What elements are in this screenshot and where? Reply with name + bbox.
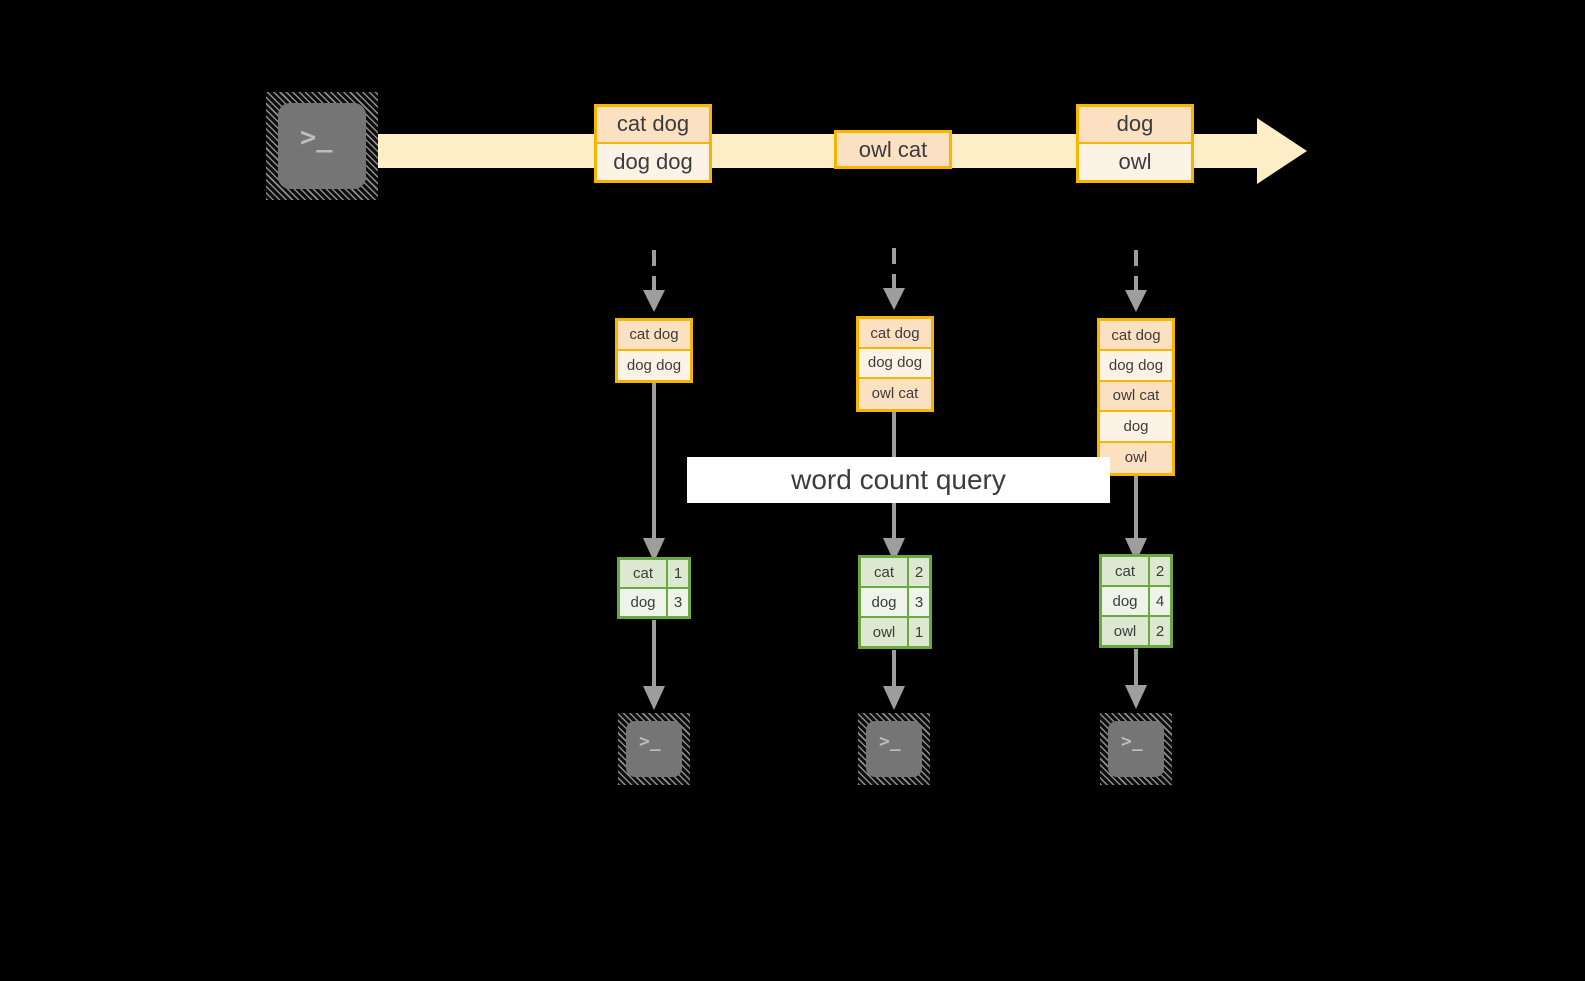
log-entry: cat dog <box>1100 321 1172 352</box>
consumer-connector-1 <box>639 620 669 714</box>
log-snapshot-1[interactable]: cat dog dog dog <box>615 318 693 383</box>
message-line: owl <box>1079 143 1191 180</box>
log-snapshot-3[interactable]: cat dog dog dog owl cat dog owl <box>1097 318 1175 476</box>
terminal-prompt-glyph: >_ <box>1121 731 1143 752</box>
word-cell: dog <box>861 588 909 616</box>
table-row: dog 3 <box>620 589 688 616</box>
query-label-text: word count query <box>791 464 1006 495</box>
word-cell: cat <box>861 558 909 586</box>
consumer-terminal-icon-1[interactable]: >_ <box>618 713 690 785</box>
count-cell: 3 <box>668 589 688 616</box>
message-line: cat dog <box>597 107 709 144</box>
terminal-body <box>1108 721 1164 777</box>
consumer-connector-2 <box>879 650 909 714</box>
log-entry: owl cat <box>1100 381 1172 413</box>
stream-message-3[interactable]: dog owl <box>1076 104 1194 183</box>
count-cell: 1 <box>668 560 688 587</box>
word-cell: dog <box>620 589 668 616</box>
count-cell: 2 <box>1150 557 1170 585</box>
table-row: dog 4 <box>1102 587 1170 617</box>
word-cell: owl <box>861 618 909 646</box>
message-line: owl cat <box>837 133 949 166</box>
terminal-prompt-glyph: >_ <box>879 731 901 752</box>
log-entry: dog dog <box>618 350 690 380</box>
count-cell: 4 <box>1150 587 1170 615</box>
query-connector-1 <box>639 382 669 566</box>
count-cell: 3 <box>909 588 929 616</box>
query-label-band: word count query <box>687 457 1110 503</box>
word-cell: owl <box>1102 617 1150 645</box>
table-row: cat 1 <box>620 560 688 589</box>
terminal-prompt-glyph: >_ <box>300 122 333 153</box>
log-entry: owl <box>1100 442 1172 473</box>
message-line: dog dog <box>597 143 709 180</box>
table-row: cat 2 <box>1102 557 1170 587</box>
count-cell: 2 <box>909 558 929 586</box>
terminal-body <box>866 721 922 777</box>
message-line: dog <box>1079 107 1191 144</box>
count-cell: 2 <box>1150 617 1170 645</box>
word-cell: cat <box>1102 557 1150 585</box>
terminal-body <box>278 103 366 189</box>
dashed-connector-2 <box>879 248 909 316</box>
count-cell: 1 <box>909 618 929 646</box>
word-cell: cat <box>620 560 668 587</box>
stream-message-2[interactable]: owl cat <box>834 130 952 169</box>
table-row: owl 2 <box>1102 617 1170 645</box>
result-table-1[interactable]: cat 1 dog 3 <box>617 557 691 619</box>
consumer-connector-3 <box>1121 649 1151 713</box>
terminal-prompt-glyph: >_ <box>639 731 661 752</box>
result-table-2[interactable]: cat 2 dog 3 owl 1 <box>858 555 932 649</box>
log-entry: cat dog <box>859 319 931 349</box>
dashed-connector-3 <box>1121 250 1151 318</box>
table-row: dog 3 <box>861 588 929 618</box>
log-entry: owl cat <box>859 378 931 409</box>
log-entry: cat dog <box>618 321 690 351</box>
dashed-connector-1 <box>639 250 669 318</box>
stream-message-1[interactable]: cat dog dog dog <box>594 104 712 183</box>
terminal-body <box>626 721 682 777</box>
word-cell: dog <box>1102 587 1150 615</box>
query-connector-3 <box>1121 474 1151 566</box>
producer-terminal-icon[interactable]: >_ <box>266 92 378 200</box>
result-table-3[interactable]: cat 2 dog 4 owl 2 <box>1099 554 1173 648</box>
log-snapshot-2[interactable]: cat dog dog dog owl cat <box>856 316 934 412</box>
log-entry: dog dog <box>1100 351 1172 382</box>
consumer-terminal-icon-3[interactable]: >_ <box>1100 713 1172 785</box>
table-row: owl 1 <box>861 618 929 646</box>
event-stream-arrow <box>352 118 1312 184</box>
table-row: cat 2 <box>861 558 929 588</box>
consumer-terminal-icon-2[interactable]: >_ <box>858 713 930 785</box>
log-entry: dog dog <box>859 349 931 379</box>
log-entry: dog <box>1100 412 1172 443</box>
